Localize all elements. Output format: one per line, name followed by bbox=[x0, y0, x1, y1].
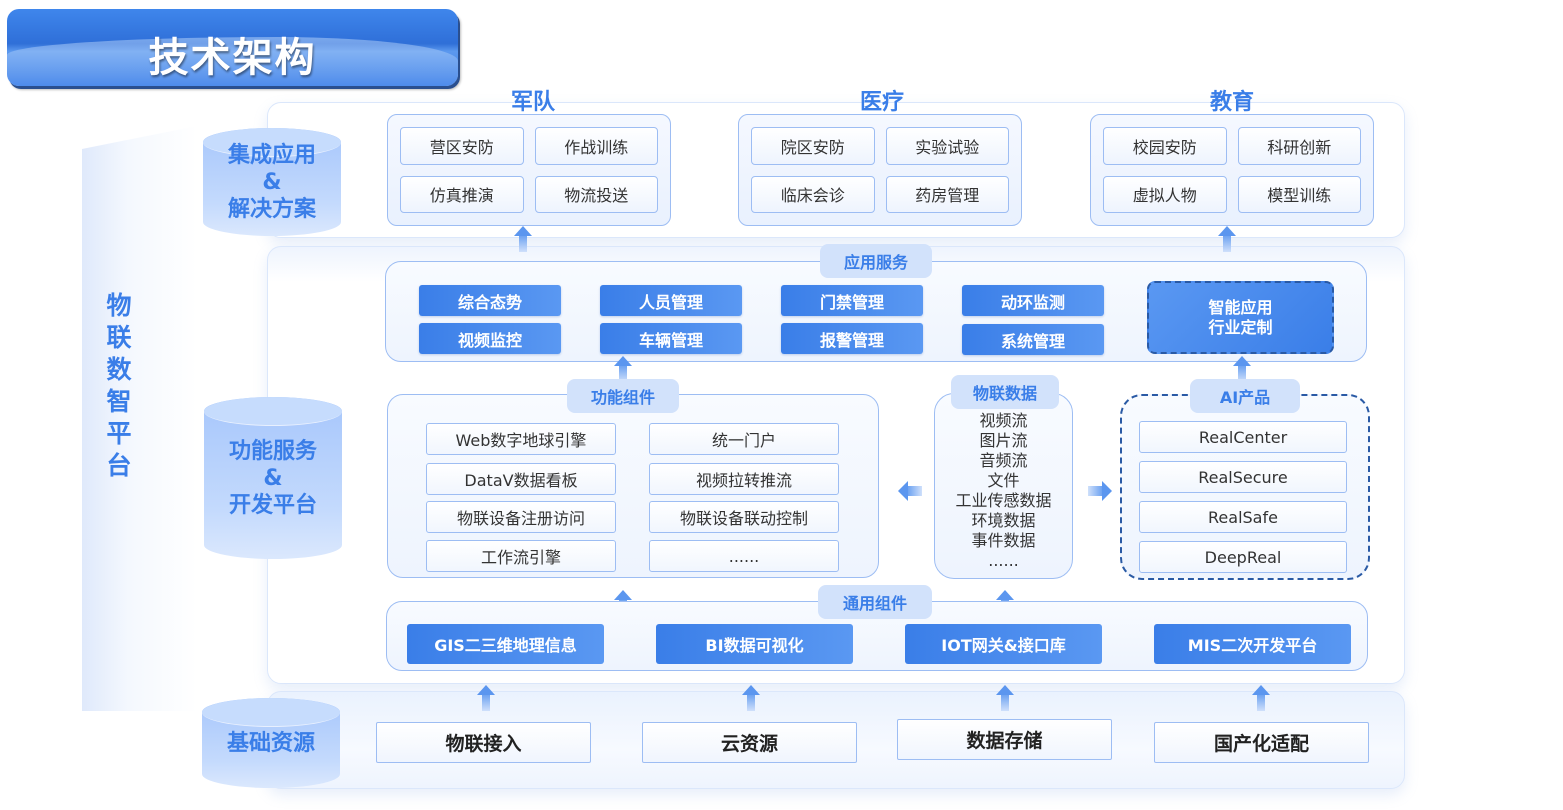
func-component-item[interactable]: Web数字地球引擎 bbox=[426, 423, 616, 455]
title-banner: 技术架构 bbox=[7, 9, 458, 86]
iot-data-item: 环境数据 bbox=[971, 511, 1036, 530]
func-component-item[interactable]: 工作流引擎 bbox=[426, 540, 616, 572]
industry-item[interactable]: 院区安防 bbox=[751, 127, 875, 165]
iot-data-container bbox=[934, 393, 1073, 579]
integration-cylinder: 集成应用 & 解决方案 bbox=[203, 128, 341, 236]
app-service-button[interactable]: 报警管理 bbox=[781, 323, 923, 354]
up-arrow-icon bbox=[477, 685, 495, 711]
app-service-button[interactable]: 车辆管理 bbox=[600, 323, 742, 354]
custom-app-line: 智能应用 bbox=[1208, 297, 1273, 317]
industry-title-medical: 医疗 bbox=[859, 90, 904, 115]
app-service-button[interactable]: 视频监控 bbox=[419, 323, 561, 354]
base-resource-item[interactable]: 数据存储 bbox=[897, 719, 1112, 760]
ai-products-tag: AI产品 bbox=[1190, 379, 1300, 413]
common-component-button[interactable]: BI数据可视化 bbox=[656, 624, 853, 664]
page-title: 技术架构 bbox=[148, 34, 317, 81]
app-service-button[interactable]: 系统管理 bbox=[962, 324, 1104, 355]
func-component-item[interactable]: ...... bbox=[649, 540, 839, 572]
iot-data-item: 工业传感数据 bbox=[955, 491, 1052, 510]
up-arrow-icon bbox=[514, 226, 532, 252]
right-arrow-icon bbox=[1086, 481, 1112, 501]
platform-char: 台 bbox=[106, 451, 132, 480]
app-service-button[interactable]: 综合态势 bbox=[419, 285, 561, 316]
industry-item[interactable]: 临床会诊 bbox=[751, 175, 875, 213]
industry-item[interactable]: 实验试验 bbox=[885, 127, 1009, 165]
platform-label: 物 联 数 智 平 台 bbox=[103, 290, 135, 482]
up-arrow-icon bbox=[742, 685, 760, 711]
func-component-item[interactable]: 统一门户 bbox=[649, 423, 839, 455]
platform-char: 联 bbox=[106, 323, 132, 352]
industry-item[interactable]: 仿真推演 bbox=[400, 175, 524, 213]
iot-data-item: 图片流 bbox=[979, 431, 1028, 450]
common-component-button[interactable]: MIS二次开发平台 bbox=[1154, 624, 1351, 664]
iot-data-item: 文件 bbox=[987, 471, 1020, 490]
base-cylinder: 基础资源 bbox=[202, 698, 340, 788]
platform-band bbox=[82, 126, 197, 711]
industry-item[interactable]: 校园安防 bbox=[1103, 127, 1227, 165]
iot-data-list: 视频流 图片流 音频流 文件 工业传感数据 环境数据 事件数据 ...... bbox=[934, 411, 1073, 571]
up-arrow-icon bbox=[1233, 356, 1251, 382]
custom-app-line: 行业定制 bbox=[1208, 317, 1273, 337]
cylinder-label: 开发平台 bbox=[228, 492, 317, 518]
iot-data-item: 视频流 bbox=[979, 411, 1028, 430]
industry-item[interactable]: 药房管理 bbox=[885, 175, 1009, 213]
industry-item[interactable]: 营区安防 bbox=[400, 127, 524, 165]
industry-title-military: 军队 bbox=[510, 90, 555, 115]
common-component-button[interactable]: IOT网关&接口库 bbox=[905, 624, 1102, 664]
industry-item[interactable]: 科研创新 bbox=[1237, 127, 1361, 165]
industry-title-education: 教育 bbox=[1209, 90, 1254, 115]
left-arrow-icon bbox=[898, 481, 924, 501]
industry-item[interactable]: 作战训练 bbox=[534, 127, 658, 165]
cylinder-label: & bbox=[262, 169, 282, 195]
industry-item[interactable]: 模型训练 bbox=[1237, 175, 1361, 213]
cylinder-label: 集成应用 bbox=[227, 142, 316, 168]
app-service-button[interactable]: 人员管理 bbox=[600, 285, 742, 316]
function-cylinder: 功能服务 & 开发平台 bbox=[204, 397, 342, 559]
iot-data-item: 音频流 bbox=[979, 451, 1028, 470]
industry-group-education: 校园安防 科研创新 虚拟人物 模型训练 bbox=[1090, 114, 1374, 226]
common-components-tag: 通用组件 bbox=[818, 585, 932, 619]
common-component-button[interactable]: GIS二三维地理信息 bbox=[407, 624, 604, 664]
iot-data-item: ...... bbox=[988, 551, 1019, 570]
base-resource-item[interactable]: 云资源 bbox=[642, 722, 857, 763]
cylinder-label: & bbox=[263, 465, 283, 491]
industry-group-medical: 院区安防 实验试验 临床会诊 药房管理 bbox=[738, 114, 1022, 226]
base-resource-item[interactable]: 物联接入 bbox=[376, 722, 591, 763]
industry-item[interactable]: 虚拟人物 bbox=[1103, 175, 1227, 213]
up-arrow-icon bbox=[1218, 226, 1236, 252]
app-service-button[interactable]: 门禁管理 bbox=[781, 285, 923, 316]
industry-group-military: 营区安防 作战训练 仿真推演 物流投送 bbox=[387, 114, 671, 226]
platform-char: 物 bbox=[106, 291, 132, 320]
cylinder-label: 解决方案 bbox=[227, 196, 316, 222]
base-resource-item[interactable]: 国产化适配 bbox=[1154, 722, 1369, 763]
func-component-item[interactable]: 物联设备联动控制 bbox=[649, 501, 839, 533]
func-component-item[interactable]: 物联设备注册访问 bbox=[426, 501, 616, 533]
industry-item[interactable]: 物流投送 bbox=[534, 175, 658, 213]
func-component-item[interactable]: DataV数据看板 bbox=[426, 463, 616, 495]
up-arrow-icon bbox=[614, 356, 632, 382]
platform-char: 智 bbox=[106, 387, 132, 416]
ai-product-item[interactable]: RealSafe bbox=[1139, 501, 1347, 533]
up-arrow-icon bbox=[1252, 685, 1270, 711]
ai-product-item[interactable]: RealCenter bbox=[1139, 421, 1347, 453]
ai-product-item[interactable]: DeepReal bbox=[1139, 541, 1347, 573]
iot-data-tag: 物联数据 bbox=[951, 375, 1059, 409]
platform-char: 平 bbox=[106, 419, 132, 448]
app-service-button[interactable]: 动环监测 bbox=[962, 285, 1104, 316]
func-component-item[interactable]: 视频拉转推流 bbox=[649, 463, 839, 495]
platform-char: 数 bbox=[106, 355, 132, 384]
iot-data-item: 事件数据 bbox=[971, 531, 1036, 550]
custom-app-button[interactable]: 智能应用 行业定制 bbox=[1147, 281, 1334, 354]
cylinder-label: 基础资源 bbox=[226, 730, 315, 756]
ai-product-item[interactable]: RealSecure bbox=[1139, 461, 1347, 493]
cylinder-label: 功能服务 bbox=[228, 438, 317, 464]
app-services-tag: 应用服务 bbox=[820, 244, 932, 278]
up-arrow-icon bbox=[996, 685, 1014, 711]
func-components-tag: 功能组件 bbox=[567, 379, 679, 413]
